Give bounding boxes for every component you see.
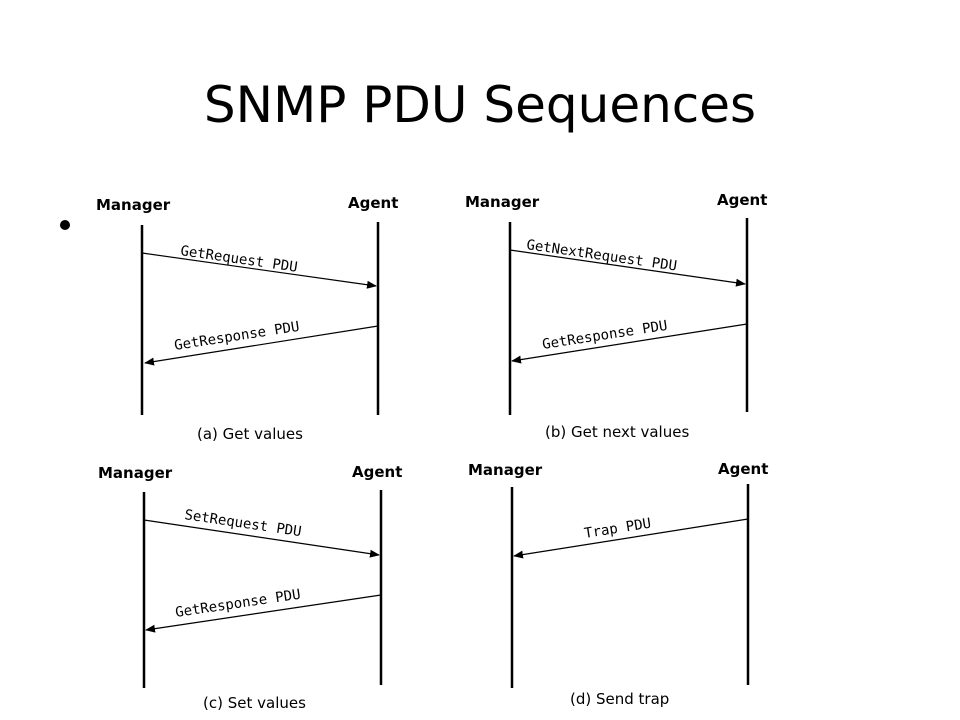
- trap-label: Trap PDU: [583, 516, 652, 542]
- agent-label: Agent: [352, 463, 402, 481]
- getresponse-label: GetResponse PDU: [541, 318, 668, 353]
- getresponse-arrow: [511, 323, 748, 364]
- manager-label: Manager: [468, 461, 543, 479]
- manager-label: Manager: [98, 464, 173, 482]
- caption-get-next-values: (b) Get next values: [545, 423, 689, 441]
- panel-get-next-values: Manager Agent GetNextRequest PDU GetResp…: [465, 191, 767, 441]
- getresponse-arrow: [145, 594, 382, 633]
- manager-label: Manager: [465, 193, 540, 211]
- caption-send-trap: (d) Send trap: [570, 690, 669, 708]
- setrequest-arrow: [143, 519, 380, 558]
- getrequest-arrow: [141, 252, 377, 289]
- panel-get-values: Manager Agent GetRequest PDU GetResponse…: [96, 194, 398, 443]
- caption-set-values: (c) Set values: [203, 694, 306, 712]
- getnextrequest-label: GetNextRequest PDU: [525, 237, 677, 274]
- agent-label: Agent: [718, 460, 768, 478]
- agent-label: Agent: [717, 191, 767, 209]
- caption-get-values: (a) Get values: [197, 425, 303, 443]
- trap-arrow: [513, 518, 749, 559]
- bullet-point: [60, 220, 70, 230]
- panel-set-values: Manager Agent SetRequest PDU GetResponse…: [98, 463, 402, 712]
- slide-title: SNMP PDU Sequences: [203, 76, 757, 134]
- getnextrequest-arrow: [509, 249, 746, 287]
- panel-send-trap: Manager Agent Trap PDU (d) Send trap: [468, 460, 768, 708]
- agent-label: Agent: [348, 194, 398, 212]
- getresponse-arrow: [144, 325, 379, 366]
- manager-label: Manager: [96, 196, 171, 214]
- getrequest-label: GetRequest PDU: [179, 243, 298, 276]
